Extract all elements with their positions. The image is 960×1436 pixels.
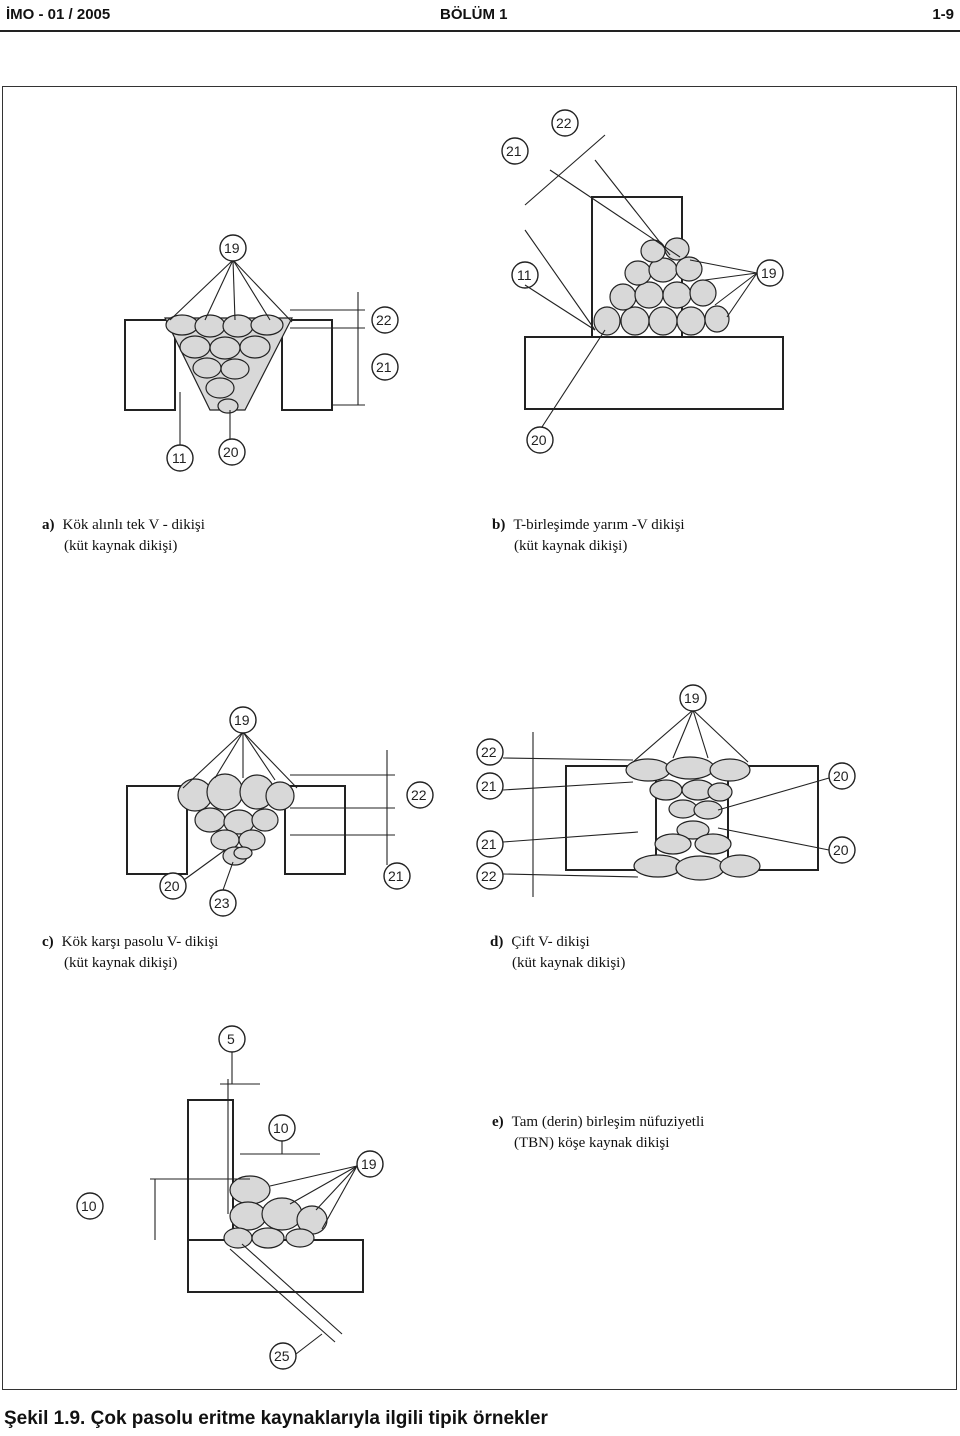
svg-text:20: 20 — [164, 878, 180, 894]
svg-text:21: 21 — [376, 359, 392, 375]
svg-text:22: 22 — [556, 115, 572, 131]
figure-d-diagram: 19 22 21 21 22 20 20 — [476, 684, 856, 897]
svg-text:10: 10 — [81, 1198, 97, 1214]
svg-text:21: 21 — [388, 868, 404, 884]
figure-d-caption: d)Çift V- dikişi (küt kaynak dikişi) — [490, 934, 626, 971]
svg-text:10: 10 — [273, 1120, 289, 1136]
figure-e-caption: e)Tam (derin) birleşim nüfuziyetli (TBN)… — [492, 1114, 705, 1151]
header-left: İMO - 01 / 2005 — [6, 6, 111, 23]
svg-text:19: 19 — [761, 265, 777, 281]
svg-text:20: 20 — [223, 444, 239, 460]
weld-beads-a — [165, 314, 284, 414]
svg-text:23: 23 — [214, 895, 230, 911]
figure-b-caption: b)T-birleşimde yarım -V dikişi (küt kayn… — [492, 517, 685, 554]
svg-text:22: 22 — [481, 868, 497, 884]
figure-a-diagram: 19 22 21 11 20 — [124, 234, 399, 472]
figure-e-diagram: 5 10 19 10 25 — [76, 1025, 384, 1370]
svg-text:21: 21 — [506, 143, 522, 159]
page-header: İMO - 01 / 2005 BÖLÜM 1 1-9 — [0, 0, 960, 32]
header-page-number: 1-9 — [932, 6, 954, 23]
svg-text:20: 20 — [833, 768, 849, 784]
svg-text:19: 19 — [361, 1156, 377, 1172]
weld-beads-c — [177, 773, 295, 866]
svg-text:22: 22 — [481, 744, 497, 760]
svg-text:22: 22 — [411, 787, 427, 803]
weld-beads-e — [223, 1175, 328, 1249]
svg-text:20: 20 — [531, 432, 547, 448]
svg-text:5: 5 — [227, 1031, 235, 1047]
svg-text:11: 11 — [517, 267, 532, 283]
figure-b-diagram: 21 22 11 19 20 — [501, 109, 784, 454]
svg-text:20: 20 — [833, 842, 849, 858]
weld-beads-d — [625, 756, 761, 881]
svg-text:19: 19 — [684, 690, 700, 706]
figure-c-caption: c)Kök karşı pasolu V- dikişi (küt kaynak… — [42, 934, 219, 971]
figure-frame — [2, 86, 957, 1390]
svg-text:19: 19 — [224, 240, 240, 256]
svg-text:21: 21 — [481, 778, 497, 794]
svg-text:21: 21 — [481, 836, 497, 852]
figure-a-caption: a)Kök alınlı tek V - dikişi (küt kaynak … — [42, 517, 205, 554]
svg-text:19: 19 — [234, 712, 250, 728]
figure-c-diagram: 19 22 21 20 23 — [126, 706, 434, 917]
header-center: BÖLÜM 1 — [440, 6, 508, 23]
svg-text:22: 22 — [376, 312, 392, 328]
svg-text:25: 25 — [274, 1348, 290, 1364]
weld-beads-b — [593, 237, 730, 336]
svg-text:11: 11 — [172, 450, 187, 466]
figure-caption: Şekil 1.9. Çok pasolu eritme kaynaklarıy… — [4, 1408, 548, 1429]
